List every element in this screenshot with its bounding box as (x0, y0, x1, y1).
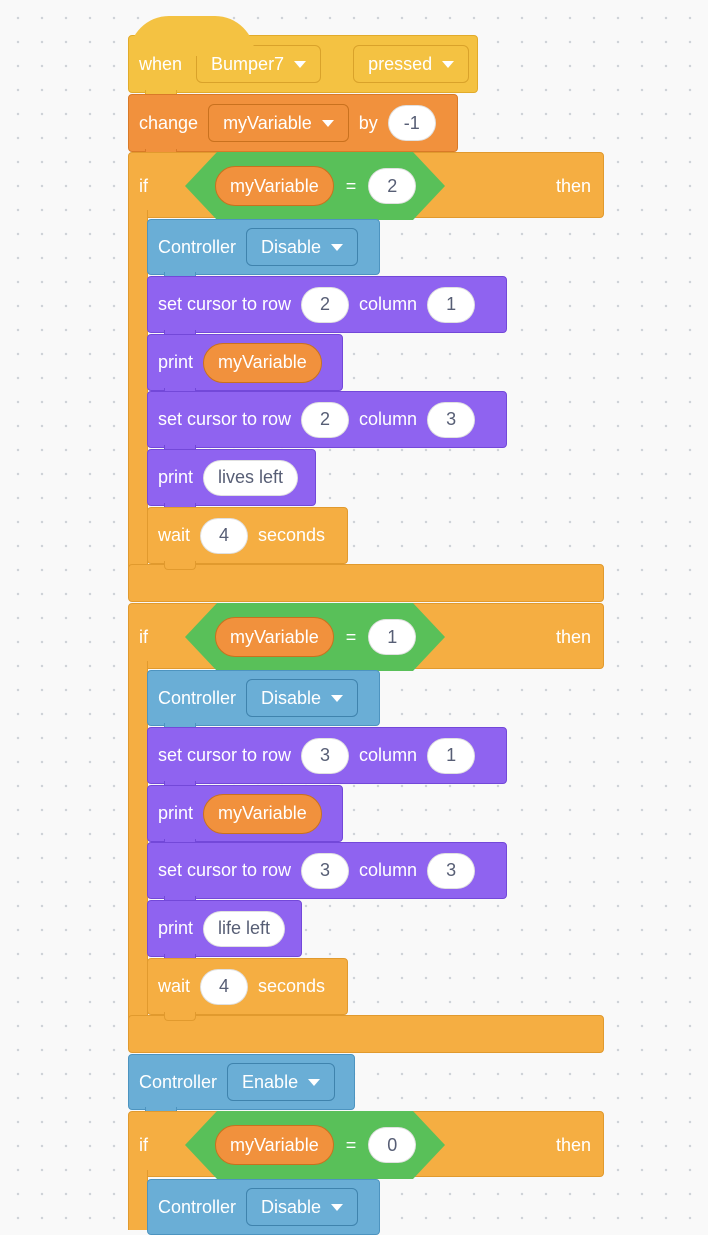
controller-enable-block[interactable]: Controller Enable (128, 1054, 355, 1116)
state-dropdown[interactable]: pressed (353, 45, 470, 83)
chevron-down-icon (442, 60, 455, 68)
chevron-down-icon (294, 60, 307, 68)
print-block[interactable]: print myVariable (147, 334, 343, 397)
wait-value-input[interactable]: 4 (200, 968, 249, 1005)
variable-reporter[interactable]: myVariable (203, 793, 322, 834)
compare-value-input[interactable]: 0 (368, 1127, 416, 1163)
print-text-input[interactable]: lives left (203, 459, 299, 496)
controller-mode-dropdown[interactable]: Disable (246, 1188, 359, 1226)
variable-reporter[interactable]: myVariable (203, 342, 322, 383)
print-text-input[interactable]: life left (203, 910, 286, 947)
controller-label: Controller (139, 1071, 218, 1092)
wait-label: wait (158, 976, 191, 996)
when-label: when (139, 53, 183, 74)
controller-disable-block[interactable]: Controller Disable (147, 670, 380, 732)
column-label: column (359, 294, 418, 314)
by-label: by (358, 112, 378, 133)
equals-sign: = (345, 175, 357, 196)
seconds-label: seconds (258, 525, 326, 545)
row-input[interactable]: 3 (301, 737, 350, 774)
set-cursor-block[interactable]: set cursor to row 3 column 3 (147, 842, 507, 905)
if-header: if myVariable = 1 then (128, 603, 604, 669)
compare-value-input[interactable]: 2 (368, 168, 416, 204)
print-label: print (158, 918, 194, 938)
wait-label: wait (158, 525, 191, 545)
then-label: then (555, 1134, 591, 1155)
column-input[interactable]: 1 (427, 737, 476, 774)
wait-value-input[interactable]: 4 (200, 517, 249, 554)
change-value-input[interactable]: -1 (387, 105, 436, 141)
change-variable-block[interactable]: change myVariable by -1 (128, 94, 458, 158)
if-label: if (139, 175, 148, 196)
chevron-down-icon (331, 1203, 344, 1211)
controller-label: Controller (158, 236, 237, 257)
equals-operator[interactable]: myVariable = 1 (185, 603, 445, 671)
column-input[interactable]: 3 (427, 852, 476, 889)
if-arm (128, 661, 148, 1021)
button-dropdown[interactable]: Bumper7 (196, 45, 322, 83)
if-header: if myVariable = 2 then (128, 152, 604, 218)
wait-block[interactable]: wait 4 seconds (147, 507, 348, 570)
chevron-down-icon (331, 243, 344, 251)
print-block[interactable]: print life left (147, 900, 302, 963)
if-arm (128, 210, 148, 570)
variable-reporter[interactable]: myVariable (215, 1125, 334, 1165)
equals-operator[interactable]: myVariable = 2 (185, 152, 445, 220)
row-input[interactable]: 3 (301, 852, 350, 889)
if-label: if (139, 626, 148, 647)
controller-mode-dropdown[interactable]: Enable (227, 1063, 336, 1101)
controller-mode-dropdown[interactable]: Disable (246, 228, 359, 266)
when-button-pressed-block[interactable]: when Bumper7 pressed (128, 16, 478, 99)
equals-sign: = (345, 1134, 357, 1155)
if-footer (128, 564, 604, 602)
chevron-down-icon (321, 119, 334, 127)
if-arm (128, 1170, 148, 1230)
set-cursor-block[interactable]: set cursor to row 2 column 1 (147, 276, 507, 339)
compare-value-input[interactable]: 1 (368, 619, 416, 655)
column-label: column (359, 409, 418, 429)
equals-operator[interactable]: myVariable = 0 (185, 1111, 445, 1179)
set-cursor-label: set cursor to row (158, 860, 292, 880)
change-label: change (139, 112, 199, 133)
print-label: print (158, 803, 194, 823)
variable-reporter[interactable]: myVariable (215, 617, 334, 657)
set-cursor-label: set cursor to row (158, 294, 292, 314)
then-label: then (555, 175, 591, 196)
column-label: column (359, 860, 418, 880)
set-cursor-label: set cursor to row (158, 409, 292, 429)
if-label: if (139, 1134, 148, 1155)
seconds-label: seconds (258, 976, 326, 996)
print-block[interactable]: print lives left (147, 449, 316, 512)
column-input[interactable]: 1 (427, 286, 476, 323)
column-label: column (359, 745, 418, 765)
row-input[interactable]: 2 (301, 286, 350, 323)
equals-sign: = (345, 626, 357, 647)
wait-block[interactable]: wait 4 seconds (147, 958, 348, 1021)
chevron-down-icon (331, 694, 344, 702)
set-cursor-block[interactable]: set cursor to row 3 column 1 (147, 727, 507, 790)
controller-label: Controller (158, 687, 237, 708)
print-label: print (158, 352, 194, 372)
controller-disable-block[interactable]: Controller Disable (147, 219, 380, 281)
row-input[interactable]: 2 (301, 401, 350, 438)
variable-reporter[interactable]: myVariable (215, 166, 334, 206)
set-cursor-block[interactable]: set cursor to row 2 column 3 (147, 391, 507, 454)
controller-disable-block[interactable]: Controller Disable (147, 1179, 380, 1235)
controller-label: Controller (158, 1196, 237, 1217)
print-block[interactable]: print myVariable (147, 785, 343, 848)
if-header: if myVariable = 0 then (128, 1111, 604, 1177)
controller-mode-dropdown[interactable]: Disable (246, 679, 359, 717)
set-cursor-label: set cursor to row (158, 745, 292, 765)
then-label: then (555, 626, 591, 647)
chevron-down-icon (308, 1078, 321, 1086)
variable-dropdown[interactable]: myVariable (208, 104, 349, 142)
if-footer (128, 1015, 604, 1053)
print-label: print (158, 467, 194, 487)
column-input[interactable]: 3 (427, 401, 476, 438)
